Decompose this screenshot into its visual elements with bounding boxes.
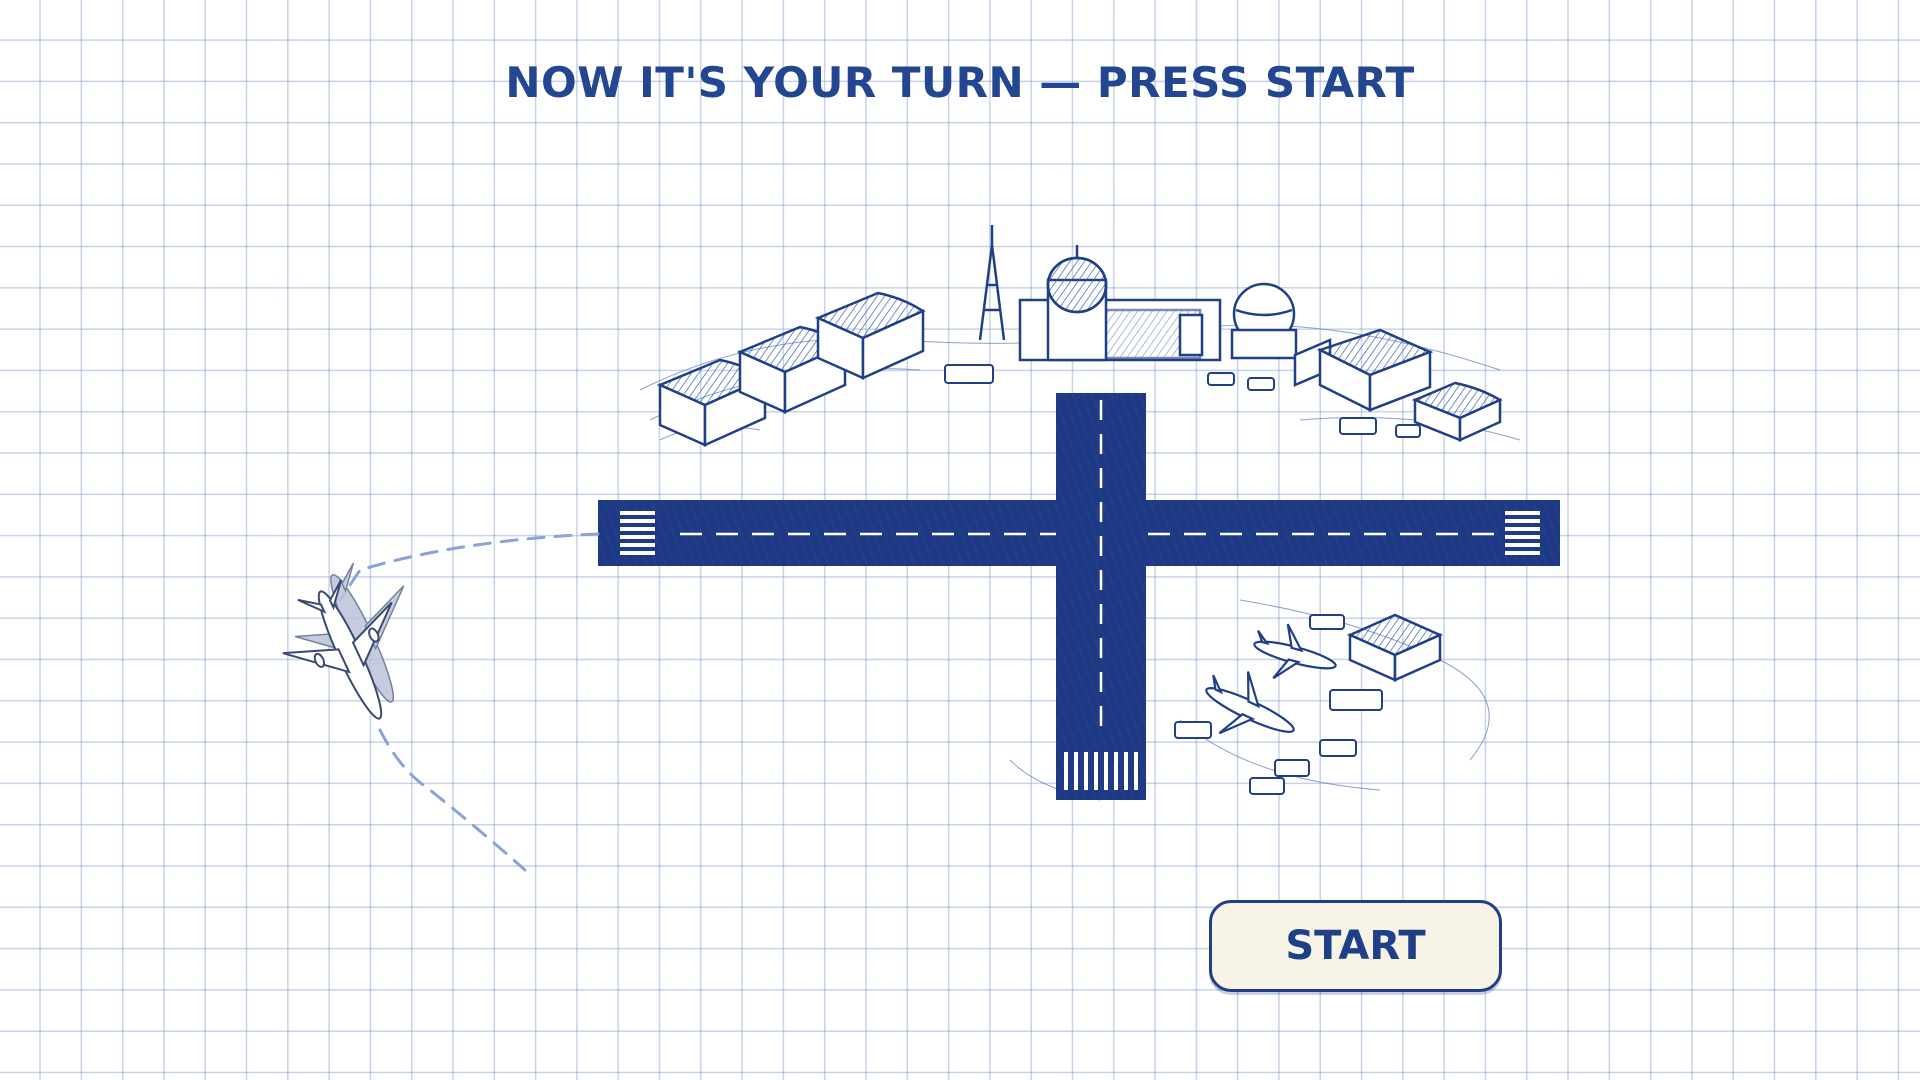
hangar: [814, 291, 926, 380]
hangar-lower-right: [1346, 613, 1444, 682]
instruction-text: NOW IT'S YOUR TURN — PRESS START: [505, 58, 1415, 107]
start-button[interactable]: START: [1209, 900, 1502, 992]
flight-path: [338, 532, 600, 872]
radar-dome: [1230, 282, 1298, 360]
runway-vertical: [1056, 393, 1146, 800]
control-tower: [978, 225, 1222, 362]
airplane-icon[interactable]: [261, 548, 450, 744]
hangar-row-left: [656, 291, 926, 447]
terminal-right: [1293, 328, 1503, 442]
parked-aircraft: [1205, 623, 1337, 735]
ground-vehicles: [944, 364, 1421, 795]
